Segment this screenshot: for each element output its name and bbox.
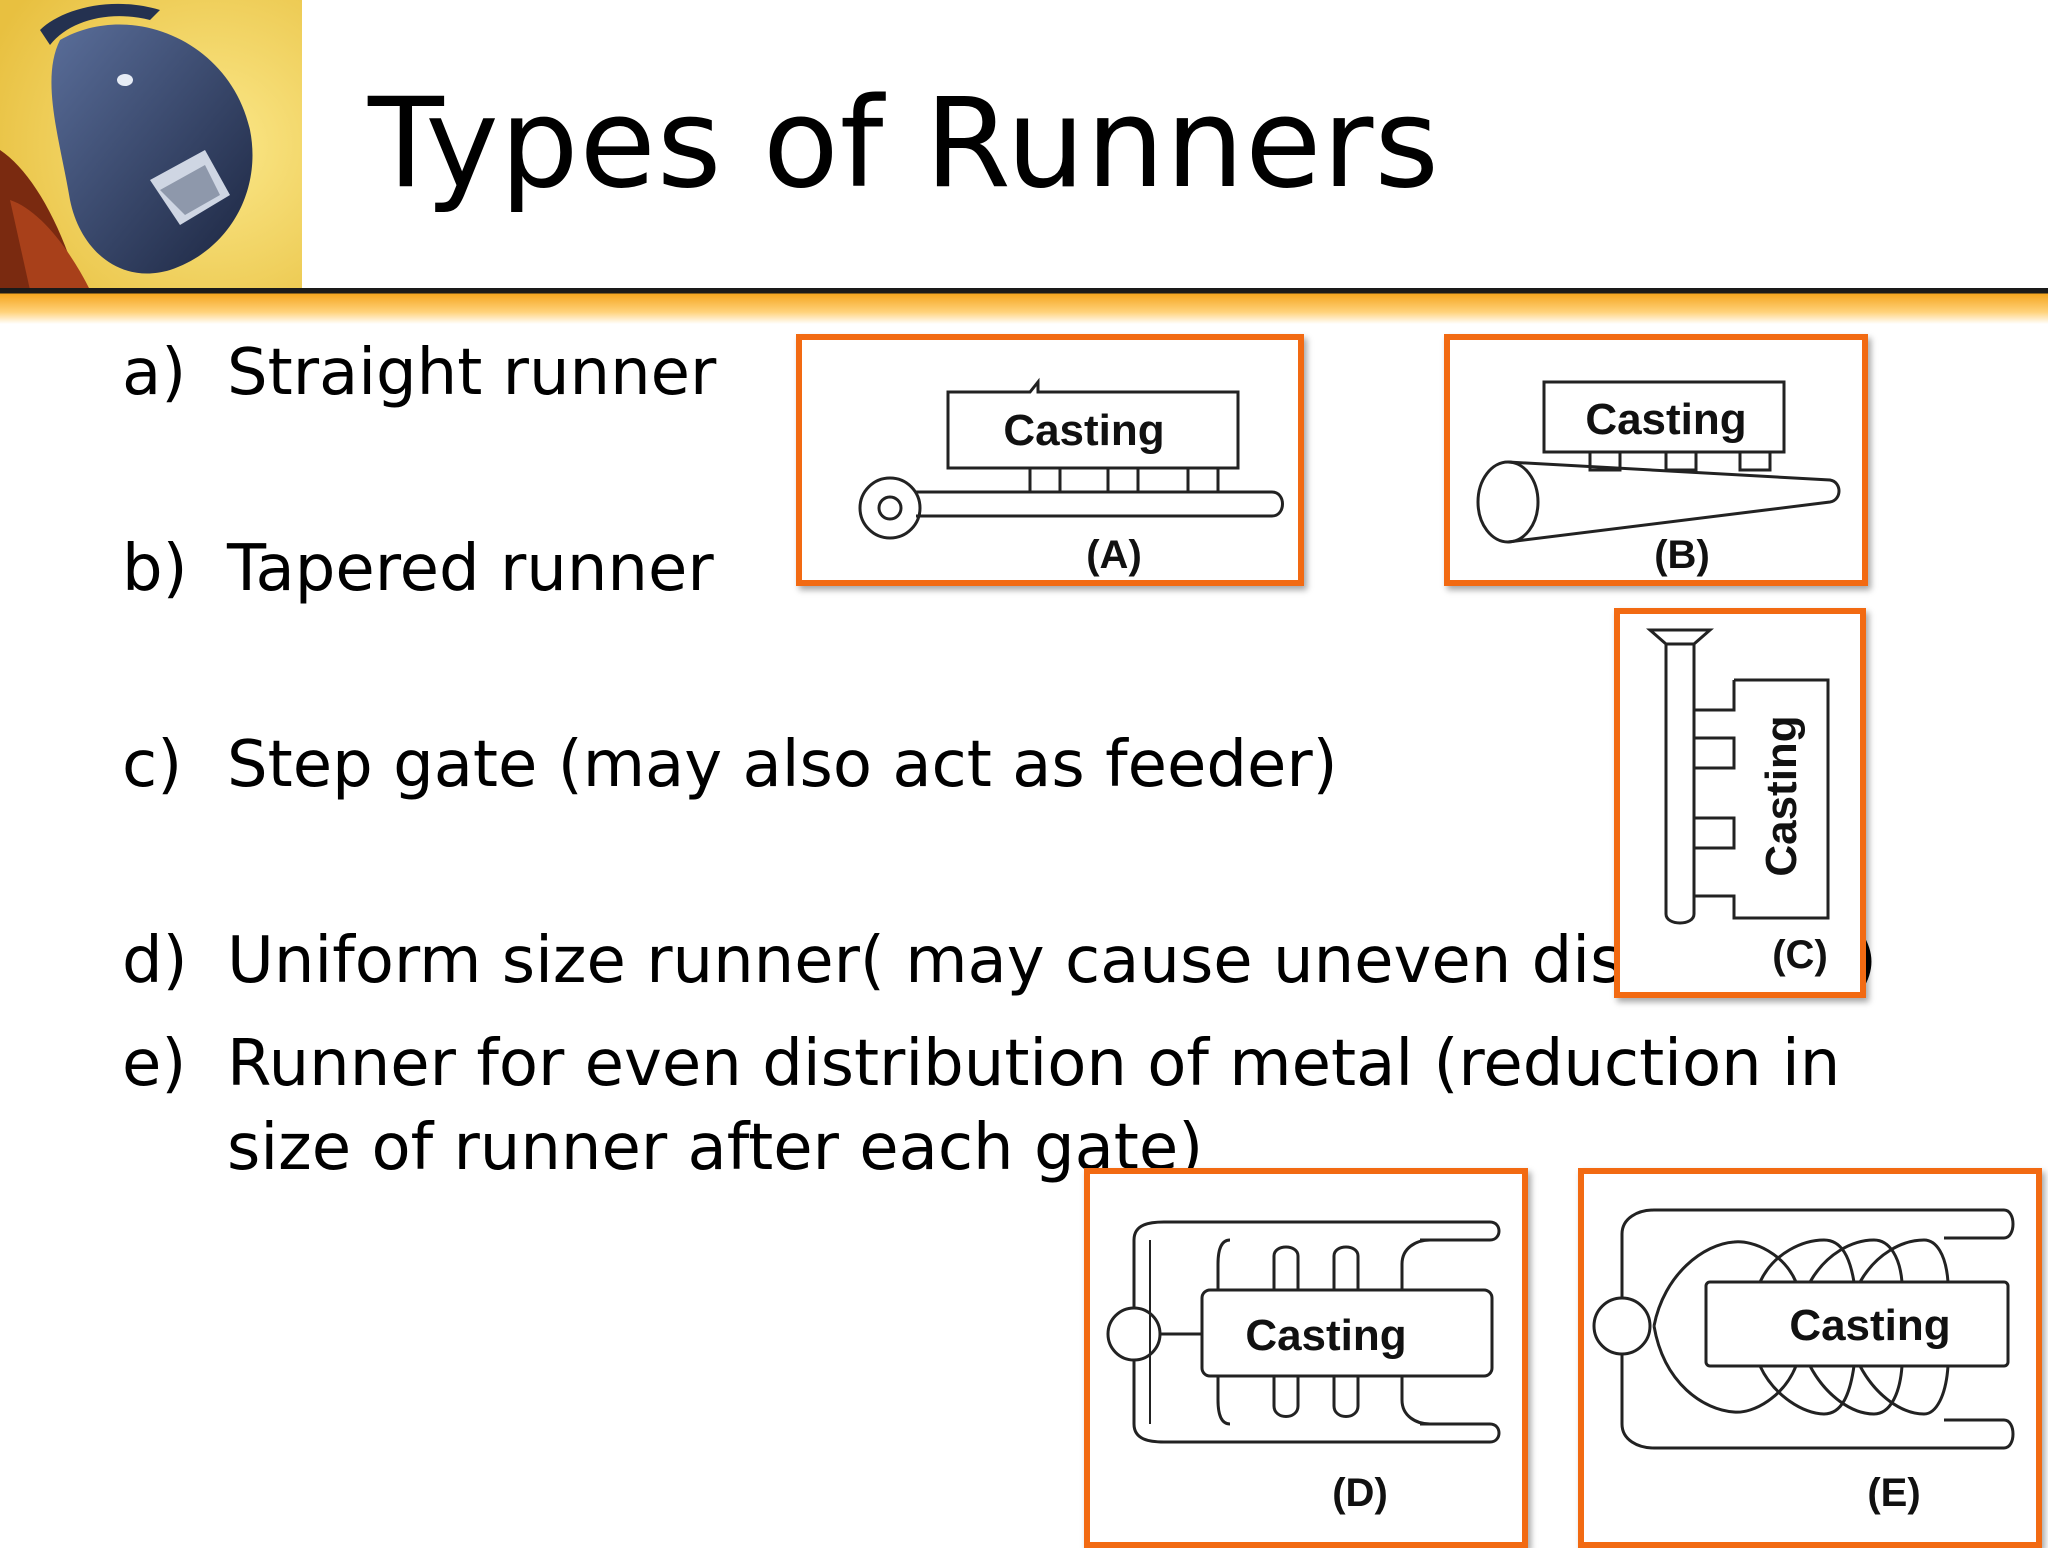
casting-label: Casting xyxy=(1585,395,1746,444)
straight-runner-diagram: Casting (A) xyxy=(858,377,1284,577)
figure-tapered-runner: Casting (B) xyxy=(1444,334,1868,586)
welder-logo xyxy=(0,0,302,290)
figure-uniform-runner: Casting (D) xyxy=(1084,1168,1528,1548)
figure-even-distribution-runner: Casting (E) xyxy=(1578,1168,2042,1548)
bullet-text: Runner for even distribution of metal (r… xyxy=(227,1027,1841,1101)
bullet-text: Straight runner xyxy=(227,336,717,410)
tapered-runner-diagram: Casting (B) xyxy=(1476,380,1841,577)
figure-caption: (D) xyxy=(1332,1471,1388,1515)
figure-caption: (E) xyxy=(1867,1471,1920,1515)
even-distribution-runner-diagram: Casting (E) xyxy=(1592,1208,2015,1515)
figure-caption: (C) xyxy=(1772,933,1828,977)
figure-straight-runner: Casting (A) xyxy=(796,334,1304,586)
figure-caption: (B) xyxy=(1654,533,1710,577)
bullet-marker: b) xyxy=(122,532,188,606)
figure-caption: (A) xyxy=(1086,533,1142,577)
slide-title: Types of Runners xyxy=(368,72,1440,216)
bullet-marker: e) xyxy=(122,1027,187,1101)
bullet-uniform-runner: d) Uniform size runner( may cause uneven … xyxy=(122,924,1649,998)
bullet-text: Tapered runner xyxy=(227,532,714,606)
bullet-step-gate: c) Step gate (may also act as feeder) xyxy=(122,728,1338,802)
step-gate-diagram: Casting (C) xyxy=(1646,628,1830,977)
bullet-even-distribution: e) Runner for even distribution of metal … xyxy=(122,1022,1840,1190)
uniform-runner-diagram: Casting (D) xyxy=(1106,1220,1501,1515)
bullet-tapered-runner: b) Tapered runner xyxy=(122,532,714,606)
bullet-marker: c) xyxy=(122,728,183,802)
bullet-marker: a) xyxy=(122,336,187,410)
bullet-text: Step gate (may also act as feeder) xyxy=(227,728,1338,802)
casting-label: Casting xyxy=(1245,1311,1406,1360)
bullet-marker: d) xyxy=(122,924,188,998)
header-divider xyxy=(0,288,2048,324)
casting-label: Casting xyxy=(1757,715,1806,876)
bullet-text-continued: size of runner after each gate) xyxy=(227,1111,1204,1185)
casting-label: Casting xyxy=(1789,1301,1950,1350)
figure-step-gate: Casting (C) xyxy=(1614,608,1866,998)
bullet-straight-runner: a) Straight runner xyxy=(122,336,716,410)
bullet-text: Uniform size runner( may cause uneven di… xyxy=(227,924,1649,998)
casting-label: Casting xyxy=(1003,406,1164,455)
